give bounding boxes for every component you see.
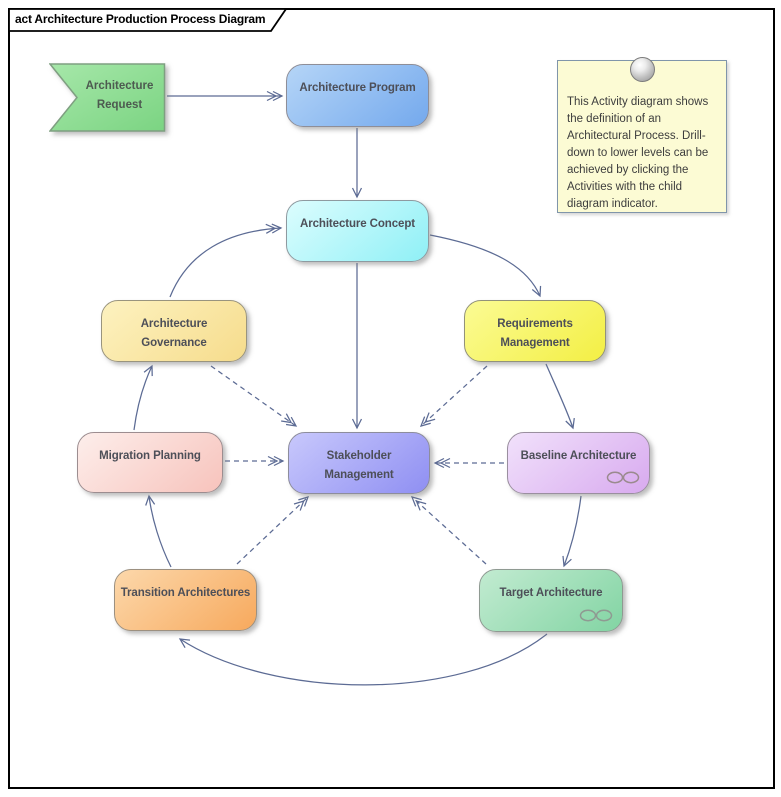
activity-label: Migration Planning <box>99 450 201 462</box>
activity-target-architecture[interactable]: Target Architecture <box>479 569 623 632</box>
activity-architecture-governance[interactable]: Architecture Governance <box>101 300 247 362</box>
diagram-title: act Architecture Production Process Diag… <box>15 12 266 26</box>
activity-label: Transition Architectures <box>120 587 251 599</box>
activity-label: Architecture Program <box>299 82 416 94</box>
flow-concept-requirements <box>429 234 542 298</box>
note-text: This Activity diagram shows the definiti… <box>567 96 709 211</box>
flow-transition-migration <box>145 494 172 568</box>
flow-target-transition <box>178 633 548 686</box>
diagram-title-tab <box>8 8 288 32</box>
activity-label: Target Architecture <box>499 587 603 599</box>
accept-event-architecture-request[interactable]: Architecture Request <box>48 63 166 132</box>
activity-label: Architecture Request <box>85 80 154 111</box>
activity-stakeholder-management[interactable]: Stakeholder Management <box>288 432 430 494</box>
flow-requirements-baseline <box>545 363 575 430</box>
activity-transition-architectures[interactable]: Transition Architectures <box>114 569 257 631</box>
activity-migration-planning[interactable]: Migration Planning <box>77 432 223 493</box>
activity-baseline-architecture[interactable]: Baseline Architecture <box>507 432 650 494</box>
activity-label: Architecture Governance <box>140 318 208 349</box>
activity-requirements-management[interactable]: Requirements Management <box>464 300 606 362</box>
flow-baseline-target <box>562 495 582 568</box>
flow-migration-governance <box>133 364 153 431</box>
activity-label: Architecture Concept <box>300 218 415 230</box>
child-diagram-indicator-icon <box>606 471 640 484</box>
note-pin-icon <box>630 57 655 82</box>
diagram-frame <box>8 8 775 789</box>
note-annotation: This Activity diagram shows the definiti… <box>557 57 727 213</box>
flag-shape <box>48 63 166 132</box>
activity-label: Requirements Management <box>497 318 573 349</box>
child-diagram-indicator-icon <box>579 609 613 622</box>
dependency-requirements-stakeholder <box>419 365 488 427</box>
dependency-target-stakeholder <box>410 496 487 565</box>
dependency-transition-stakeholder <box>236 496 310 565</box>
activity-architecture-concept[interactable]: Architecture Concept <box>286 200 429 262</box>
dependency-governance-stakeholder <box>210 365 298 427</box>
activity-label: Baseline Architecture <box>520 450 637 462</box>
flow-governance-concept <box>169 223 283 298</box>
activity-label: Stakeholder Management <box>324 450 394 481</box>
activity-architecture-program[interactable]: Architecture Program <box>286 64 429 127</box>
